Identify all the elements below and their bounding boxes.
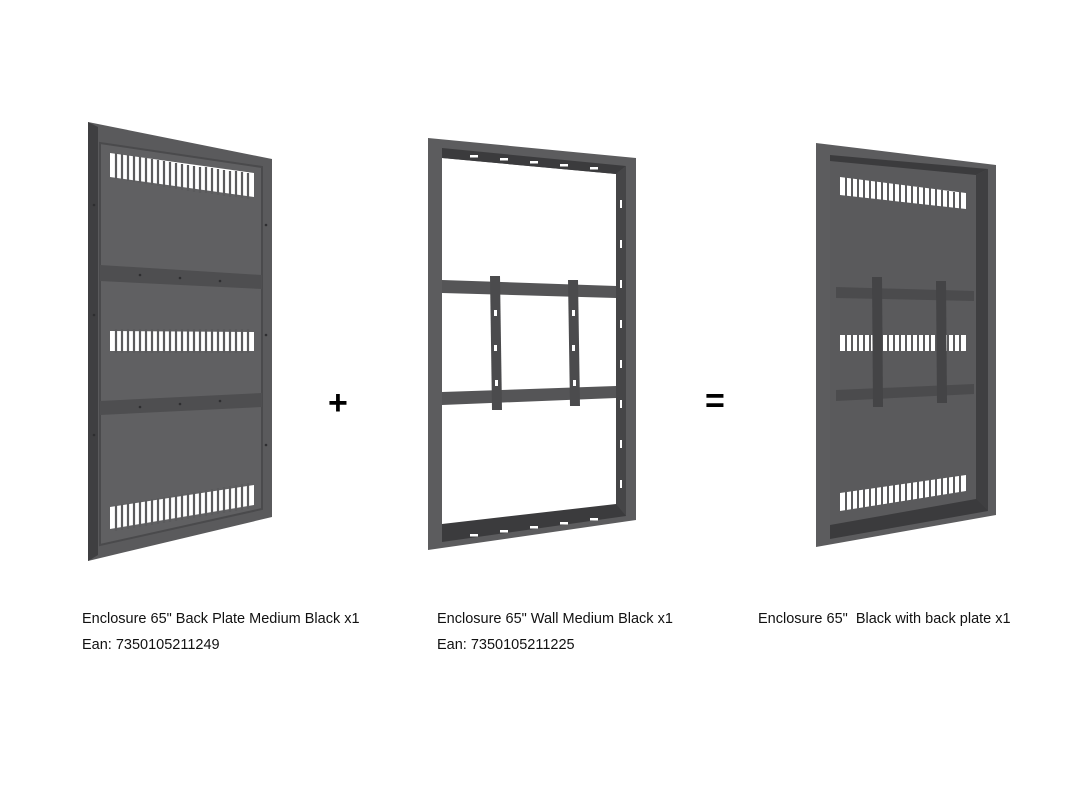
enclosure-vents-bottom (840, 472, 966, 513)
enclosure-bracket-left (872, 277, 883, 407)
assembled-enclosure-image (810, 135, 1000, 555)
product-caption-wall: Enclosure 65" Wall Medium Black x1 Ean: … (437, 606, 673, 658)
wall-frame-bracket-left (490, 276, 502, 410)
wall-frame-image (420, 130, 640, 555)
product-name: Enclosure 65" Black with back plate x1 (758, 611, 1011, 627)
equals-sign: = (705, 382, 725, 420)
product-name: Enclosure 65" Wall Medium Black x1 (437, 611, 673, 627)
wall-frame-slots (470, 155, 622, 537)
product-caption-back-plate: Enclosure 65" Back Plate Medium Black x1… (82, 606, 360, 658)
wall-frame-bracket-right (568, 280, 580, 406)
back-plate-illustration (88, 122, 272, 561)
assembled-enclosure-illustration (816, 143, 996, 547)
plus-sign: + (328, 384, 348, 422)
back-plate-image (80, 115, 280, 565)
product-ean: Ean: 7350105211225 (437, 637, 575, 653)
wall-frame-opening (442, 158, 616, 534)
product-name: Enclosure 65" Back Plate Medium Black x1 (82, 611, 360, 627)
back-plate-rivets (92, 203, 268, 447)
back-plate-vents-top (110, 153, 254, 199)
enclosure-vents-middle (840, 333, 966, 353)
product-caption-assembled: Enclosure 65" Black with back plate x1 (758, 606, 1011, 632)
enclosure-vents-top (840, 175, 966, 214)
back-plate-edge (88, 122, 98, 561)
product-ean: Ean: 7350105211249 (82, 637, 220, 653)
back-plate-vents-middle (110, 329, 254, 353)
back-plate-rib-top (100, 265, 262, 289)
wall-frame-illustration (428, 138, 636, 550)
back-plate-vents-bottom (110, 483, 254, 531)
enclosure-bracket-right (936, 281, 947, 403)
